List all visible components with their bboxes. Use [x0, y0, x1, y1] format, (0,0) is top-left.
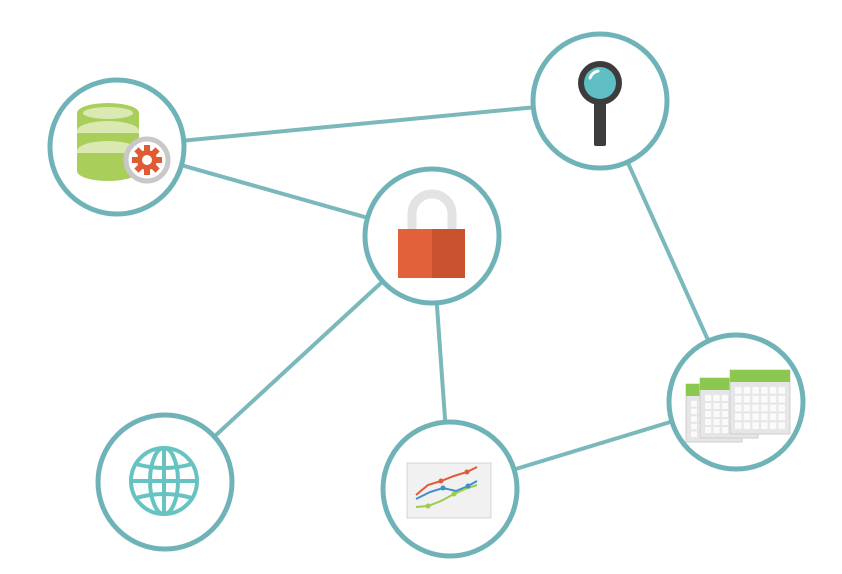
database-gear-icon	[77, 103, 171, 184]
line-chart-icon	[406, 462, 492, 519]
node-network	[95, 412, 235, 552]
edge-security-network	[212, 279, 385, 439]
node-search	[530, 31, 670, 171]
magnifier-icon	[578, 61, 622, 146]
edges	[180, 105, 711, 472]
edge-database-security	[180, 163, 369, 220]
edge-analytics-schedule	[513, 419, 673, 472]
node-database	[47, 77, 187, 217]
padlock-icon	[398, 189, 465, 278]
edge-database-search	[183, 105, 534, 143]
edge-security-analytics	[434, 302, 448, 423]
node-analytics	[380, 419, 520, 559]
node-security	[362, 166, 502, 306]
calendar-icon	[685, 369, 791, 443]
globe-icon	[129, 446, 199, 516]
node-schedule	[666, 332, 806, 472]
edge-search-schedule	[625, 161, 711, 342]
